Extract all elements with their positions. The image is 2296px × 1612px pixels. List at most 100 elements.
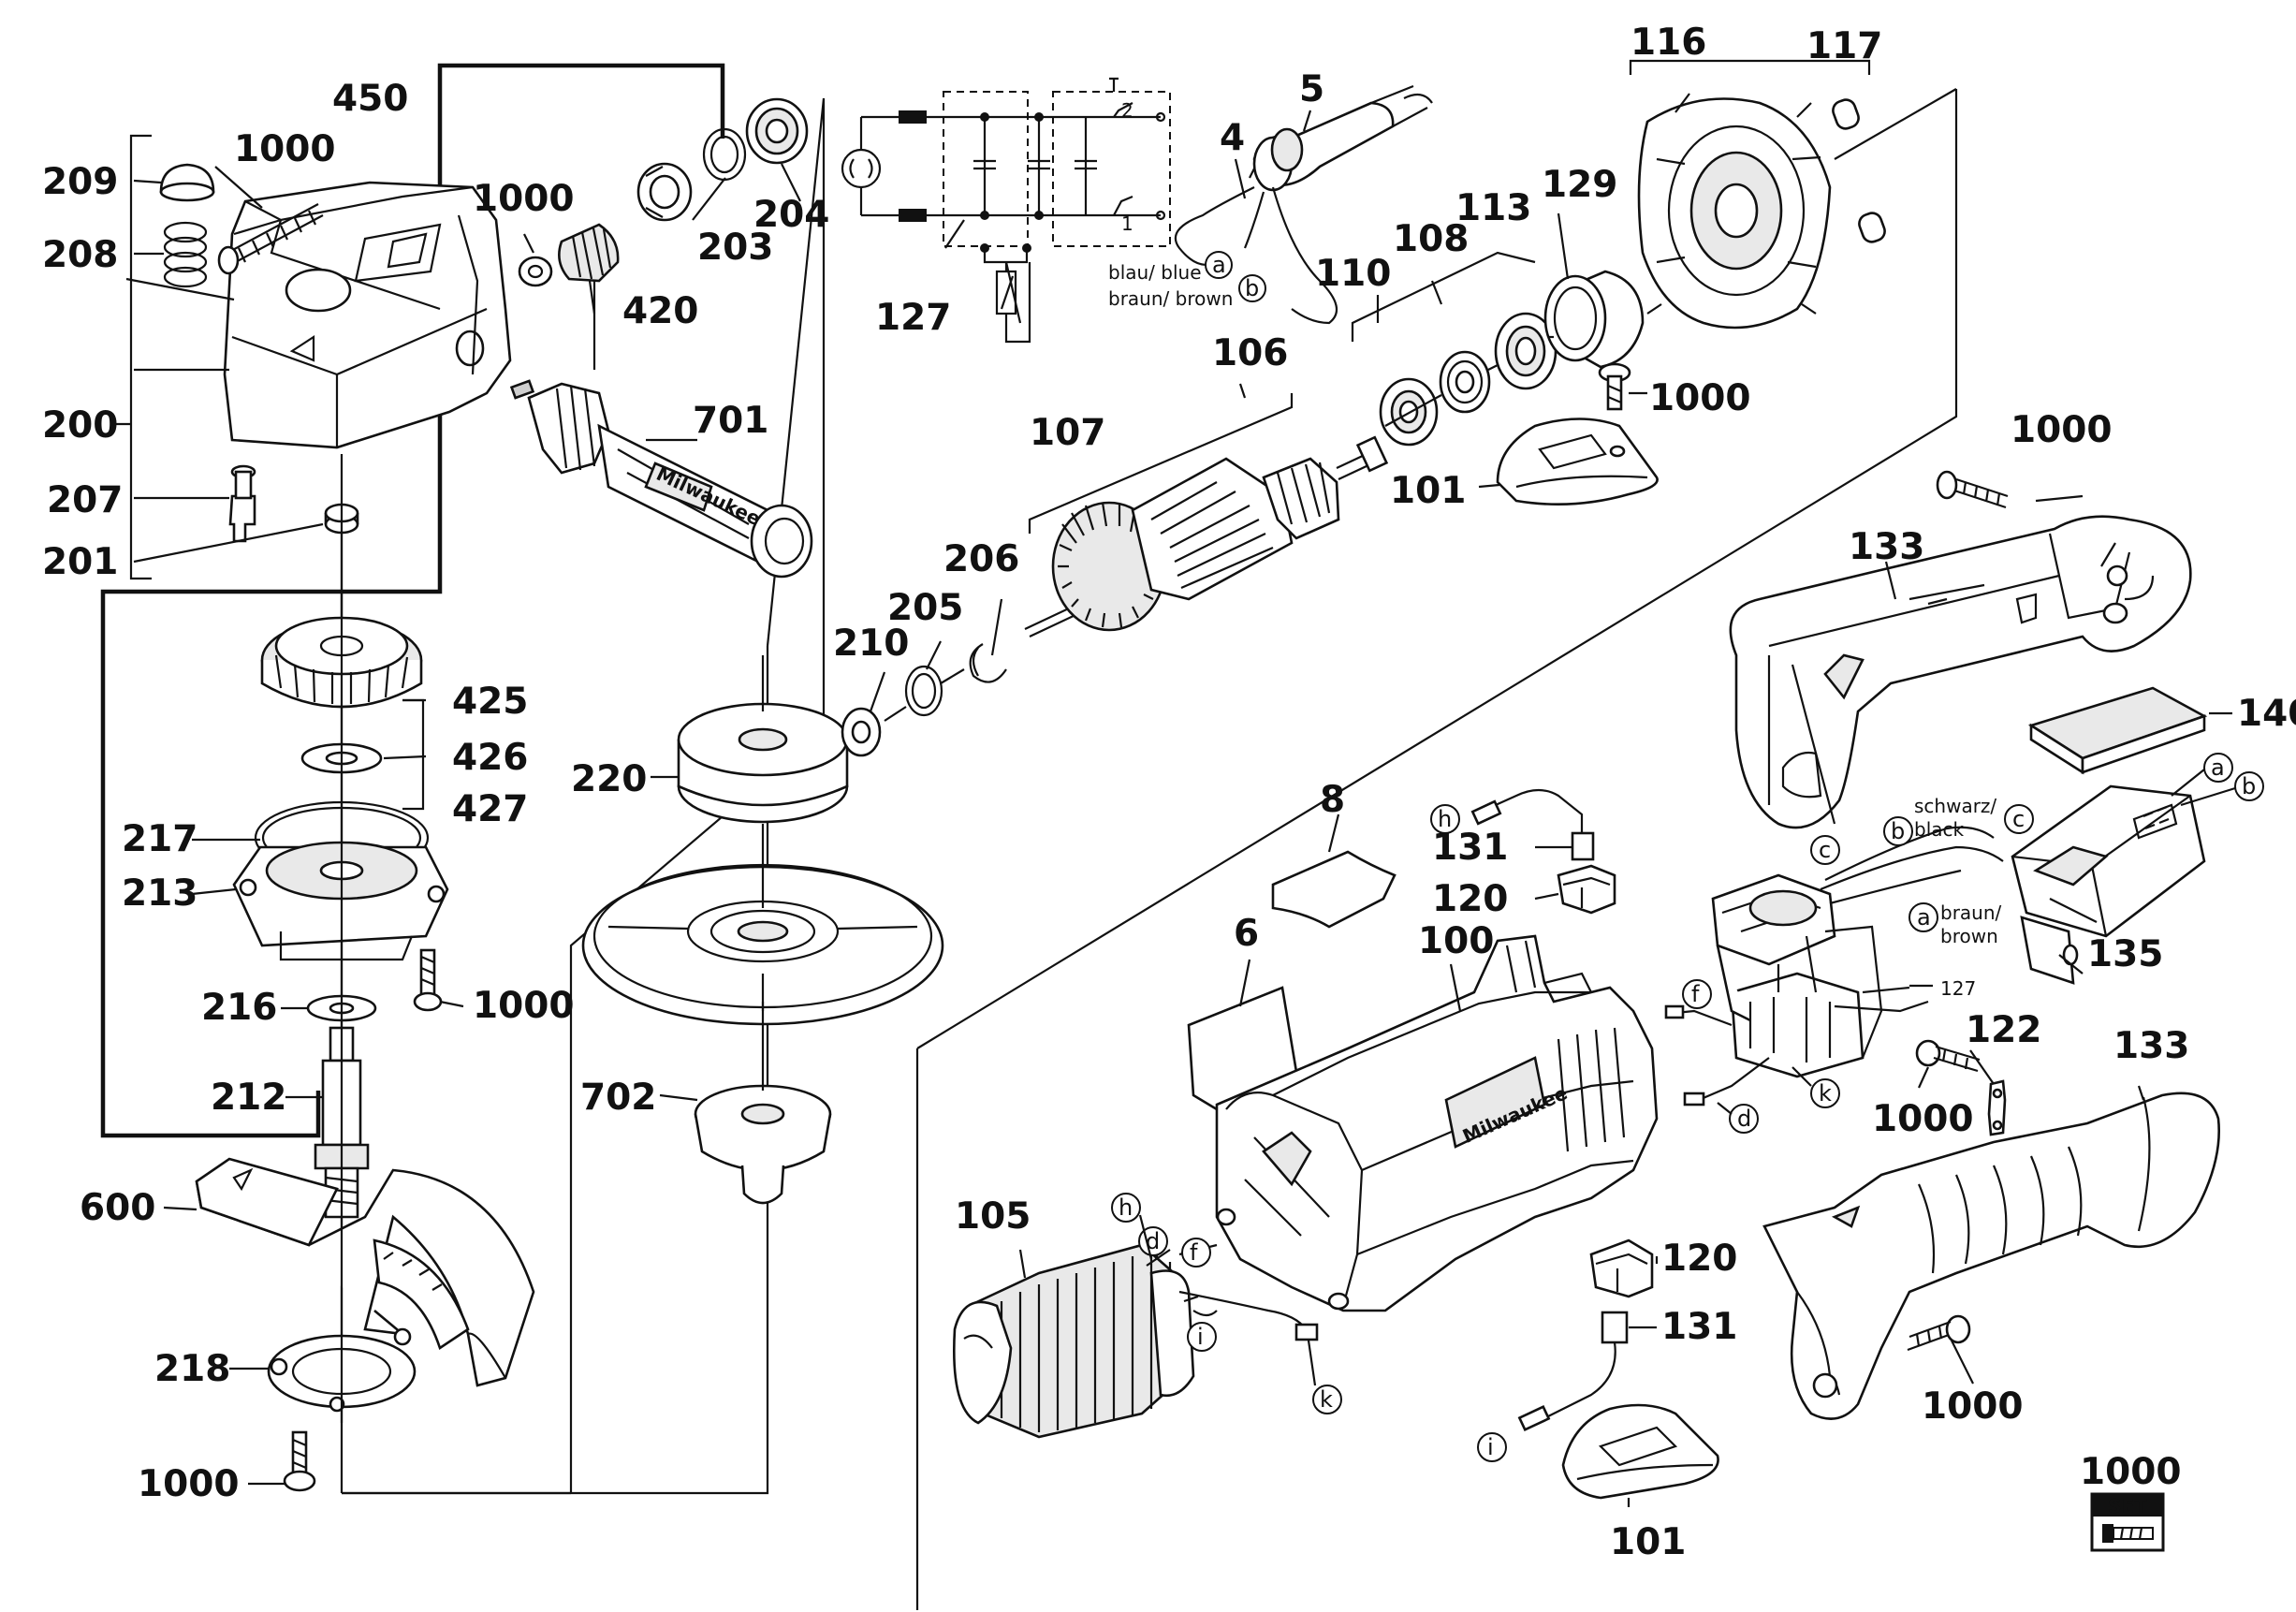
label-107: 107 (1030, 412, 1105, 454)
bracket-116 (1629, 59, 1871, 75)
label-100: 100 (1418, 920, 1494, 962)
label-131-b: 131 (1661, 1306, 1737, 1348)
switch-box (1052, 91, 1171, 247)
note-black: black (1914, 818, 1965, 841)
part-108-seat (1494, 312, 1557, 390)
part-1000-screw-a (217, 203, 324, 275)
wire-tags-electronics: schwarz/ black braun/ brown c b c a f k … (1682, 795, 2034, 1134)
label-600: 600 (80, 1187, 155, 1229)
part-206-circlip (969, 643, 1007, 683)
wire-tag-c2: c (2012, 806, 2025, 832)
part-101-brush-cover-top (1496, 418, 1659, 506)
wire-tag-h1-group: h (1430, 804, 1460, 834)
note-black-de: schwarz/ (1914, 795, 1996, 817)
label-1000-i: 1000 (2080, 1451, 2182, 1493)
part-number-labels: 450 1000 209 208 1000 203 204 420 200 70… (42, 22, 2296, 1563)
part-702-flange-nut (694, 1084, 832, 1205)
label-206: 206 (943, 538, 1019, 580)
label-4: 4 (1220, 117, 1245, 159)
part-120-clip-top (1557, 864, 1616, 915)
part-1000-screw-g (1915, 1039, 1981, 1073)
label-110: 110 (1315, 253, 1391, 295)
part-204-bearing (745, 97, 809, 165)
wire-tag-a2: a (2211, 755, 2225, 781)
bracket-107 (1028, 393, 1294, 534)
part-203-ring (702, 127, 747, 182)
part-600-guard (195, 1157, 535, 1387)
part-131-wire-top (1470, 788, 1595, 861)
wire-tags-switch: a b (2171, 753, 2264, 807)
label-1000-c: 1000 (473, 985, 575, 1027)
part-220-disc (677, 702, 849, 824)
wire-tag-k2: k (1320, 1386, 1333, 1413)
wire-tag-b3: b (1891, 818, 1905, 844)
wire-tag-i2-group: i (1477, 1432, 1507, 1462)
wire-tags-cable: a b blau/ blue braun/ brown (1108, 251, 1266, 310)
part-105-field (953, 1243, 1319, 1439)
part-8-label (1271, 850, 1397, 929)
set-icon: SET (2090, 1492, 2165, 1552)
circuit-schematic: 2 1 (841, 77, 1171, 344)
part-129-sleeve (1543, 270, 1645, 369)
label-203: 203 (697, 227, 773, 269)
part-107-armature (1024, 435, 1389, 637)
label-108: 108 (1393, 218, 1469, 260)
label-1000-d: 1000 (138, 1463, 240, 1505)
label-6: 6 (1234, 913, 1259, 955)
note-brown: braun/ brown (1108, 287, 1233, 310)
part-200-gear-housing (223, 181, 512, 449)
frame-housing (915, 88, 1958, 1610)
switch-num-1: 1 (1121, 212, 1133, 235)
label-217: 217 (122, 818, 197, 860)
label-1000-a: 1000 (234, 128, 336, 170)
axis-armature (884, 335, 1554, 722)
part-140-pad (2027, 686, 2208, 775)
part-205-ring (904, 665, 943, 717)
wire-tag-i1: i (1197, 1324, 1204, 1350)
label-1000-f: 1000 (2011, 409, 2113, 451)
part-120-clip-bottom (1589, 1238, 1654, 1298)
leader-lines (125, 110, 2232, 1507)
wire-tags-field: h d f i k (1111, 1193, 1342, 1414)
bracket-425-427 (402, 698, 425, 811)
label-1000-g: 1000 (1872, 1098, 1974, 1140)
bracket-450 (100, 63, 725, 1138)
part-4-wires (1174, 168, 1338, 325)
part-101-brush-cover-bottom (1561, 1403, 1719, 1500)
label-205: 205 (887, 587, 963, 629)
motor-symbol (841, 148, 882, 189)
inductor-top (899, 110, 927, 124)
part-208-spring (163, 221, 208, 288)
label-210: 210 (833, 623, 909, 665)
wire-tag-a1: a (1212, 252, 1226, 278)
part-209-cap (159, 163, 215, 202)
label-1000-e: 1000 (1649, 377, 1751, 419)
label-426: 426 (452, 737, 528, 779)
part-1000-screw-f (1936, 470, 2009, 509)
label-209: 209 (42, 161, 118, 203)
part-127-electronics (1664, 826, 2004, 1106)
wire-tag-f1: f (1691, 981, 1700, 1007)
wire-tag-f2: f (1190, 1239, 1198, 1266)
label-5: 5 (1299, 68, 1324, 110)
set-label: SET (2108, 1495, 2147, 1517)
part-1000-screw-h (1907, 1314, 1971, 1352)
label-1000-b: 1000 (473, 178, 575, 220)
label-201: 201 (42, 541, 118, 583)
label-135: 135 (2087, 933, 2163, 975)
label-701: 701 (693, 400, 768, 442)
part-1000-screw-d (283, 1430, 316, 1492)
label-127-b: 127 (1940, 977, 1976, 1000)
label-101-b: 101 (1610, 1521, 1686, 1563)
wire-tag-b1: b (1245, 275, 1259, 301)
label-218: 218 (154, 1348, 230, 1390)
part-133-handle-bottom (1762, 1092, 2220, 1420)
part-1000-nut (518, 256, 553, 287)
part-110-bearing (1439, 350, 1491, 414)
label-213: 213 (122, 872, 197, 915)
switch-num-2: 2 (1121, 99, 1133, 122)
note-brown-de: braun/ (1940, 901, 2002, 924)
label-101-a: 101 (1390, 470, 1466, 512)
label-207: 207 (47, 479, 123, 521)
